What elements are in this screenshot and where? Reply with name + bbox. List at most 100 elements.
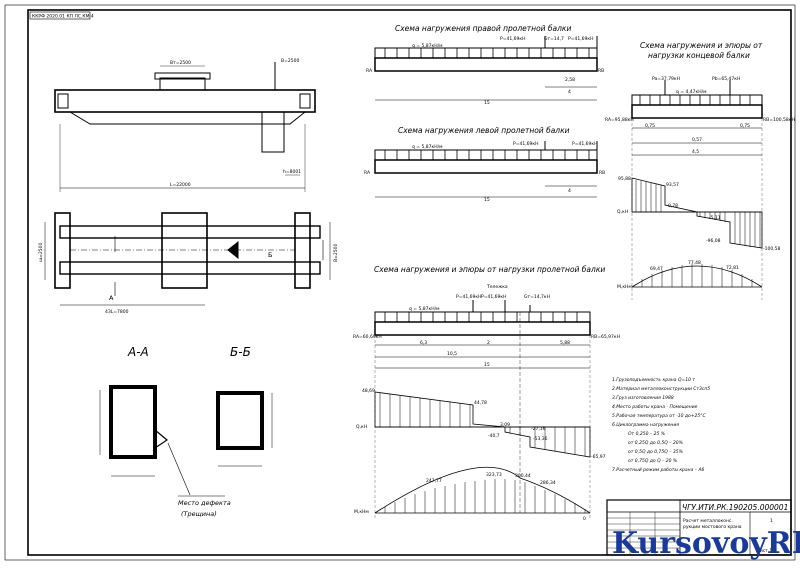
sb-m-zero: 0 [583,516,586,522]
heading-right-beam: Схема нагружения правой пролетной балки [395,24,571,33]
sb-d2: 2 [487,340,490,346]
eb-q-1: 93,57 [666,182,679,188]
rb-rb: RB [598,68,604,74]
sb-m-axis: M,кНм [354,509,369,515]
crane-side-view [54,62,316,192]
eb-m-axis: M,кНм [617,284,632,290]
note-4: 4.Место работы крана - Помещение [612,404,698,410]
sb-d4: 10,5 [447,351,457,357]
note-6a: От 0,250 – 25 % [628,431,665,437]
rb-g: Gт=14,7 [544,36,564,42]
eb-d3: 0,75 [740,123,750,129]
sb-q-5: -53,36 [533,436,548,442]
sb-span: 15 [484,362,490,368]
title-desc-2: рукции мостового крана [683,525,742,530]
sb-p2: P=41,69кН [481,294,506,300]
technical-notes: 1.Грузоподъемность крана Q=10 т 2.Матери… [612,377,710,473]
sb-m-3: 286,34 [540,480,556,486]
note-6d: от 0,75Q до Q – 20 % [628,458,677,464]
section-bb [216,391,273,467]
sb-q-6: -65,97 [591,454,606,460]
sb-q-3: -40,7 [488,433,500,439]
eb-ra: RA=95,88кН [605,117,634,123]
sb-m-0: 247,77 [426,478,442,484]
eb-rb: RB=100,58кН [763,117,795,123]
sb-trolley: Тележка [486,284,508,290]
sb-d3: 5,88 [560,340,570,346]
lb-rb: RB [599,170,605,176]
crane-plan-view [44,212,331,306]
lb-ra: RA [364,170,371,176]
eb-q-0: 95,88 [618,176,631,182]
sb-q: q = 5,87кН/м [409,306,440,312]
title-block [606,499,792,556]
eb-q: q = 4,47кН/м [676,89,707,95]
right-beam-diagram [374,36,598,101]
lb-p2: P=41,69кН [572,141,597,147]
eb-pa: Pa=37,79кН [652,76,680,82]
note-2: 2.Материал металлоконструкции Ст3сп5 [612,386,710,392]
dim-plan-bottom: 4ЗL=7800 [105,309,129,315]
note-7: 7.Расчетный режим работы крана – А6 [612,467,705,473]
end-beam-diagram [631,80,763,300]
defect-label-crack: (Трещина) [181,510,217,518]
eb-m-0: 69,47 [650,266,663,272]
inner-frame [27,9,792,556]
rb-d1: 2,58 [565,77,575,83]
rb-p1: P=41,69кН [500,36,525,42]
rb-span: 15 [484,100,490,106]
heading-left-beam: Схема нагружения левой пролетной балки [398,126,570,135]
dim-bottom-right: h=8001 [283,169,301,175]
sb-q-0: 48,69 [362,388,375,394]
dim-plan-left: ш=2500 [38,243,44,262]
sb-q-2: 3,09 [500,422,510,428]
stamp-corner: ККРФ 2020.01 КП ЛС.КМ 4 [29,11,94,20]
lb-p1: P=41,69кН [513,141,538,147]
section-bb-title: Б-Б [230,345,251,359]
heading-span-beam: Схема нагружения и эпюры от нагрузки про… [374,265,605,274]
note-6: 6.Циклограмма нагружения [612,422,679,428]
sb-m-1: 323,73 [486,472,502,478]
title-desc-1: Расчет металлоконс. [683,518,733,524]
eb-q-axis: Q,кН [617,209,628,215]
rb-q: q = 5,87кН/м [412,43,443,49]
dim-right-top: В=2500 [281,58,299,64]
sb-g: Gт=14,7кН [524,294,550,300]
left-beam-diagram [374,141,598,198]
eb-q-5: -100,58 [763,246,781,252]
section-aa-title: А-А [127,345,149,359]
dim-plan-right: В=2500 [333,244,339,262]
title-code: ЧГУ.ИТИ.РК.190205.000001 [682,503,788,512]
lb-span: 15 [484,197,490,203]
lb-d1: 4 [568,188,571,194]
sb-d1: 6,3 [420,340,427,346]
sb-q-1: 44,78 [474,400,487,406]
eb-d1: 0,75 [645,123,655,129]
eb-q-4: -96,08 [706,238,721,244]
note-6b: от 0,25Q до 0,5Q – 20% [628,440,683,446]
sb-ra: RA=60,69кН [353,334,382,340]
dim-top: Вт=2500 [170,60,191,66]
section-marker-a: А [109,294,114,302]
stamp-text: ККРФ 2020.01 КП ЛС.КМ 4 [32,14,94,20]
rb-p2: P=41,69кН [568,36,593,42]
sb-rb: RB=65,97кН [591,334,620,340]
heading-end-beam-1: Схема нагружения и эпюры от [640,41,763,50]
defect-label: Место дефекта [178,499,231,507]
eb-m-1: 77,48 [688,260,701,266]
eb-span: 4,5 [692,149,699,155]
eb-d2: 0,57 [692,137,702,143]
eb-pb: Pb=65,47кН [712,76,740,82]
dim-span: L=22000 [170,182,191,188]
note-5: 5.Рабочая температура от -10 до+25°С [612,413,706,419]
lb-q: q = 5,87кН/м [412,144,443,150]
rb-ra: RA [366,68,373,74]
sb-p1: P=41,69кН [456,294,481,300]
section-aa [99,385,169,477]
sb-q-axis: Q,кН [356,424,367,430]
watermark-logo: KursovoyRF.ru [612,526,800,561]
title-sheet: 1 [770,518,773,524]
rb-d2: 4 [568,89,571,95]
note-6c: от 0,5Q до 0,75Q – 35% [628,449,683,455]
